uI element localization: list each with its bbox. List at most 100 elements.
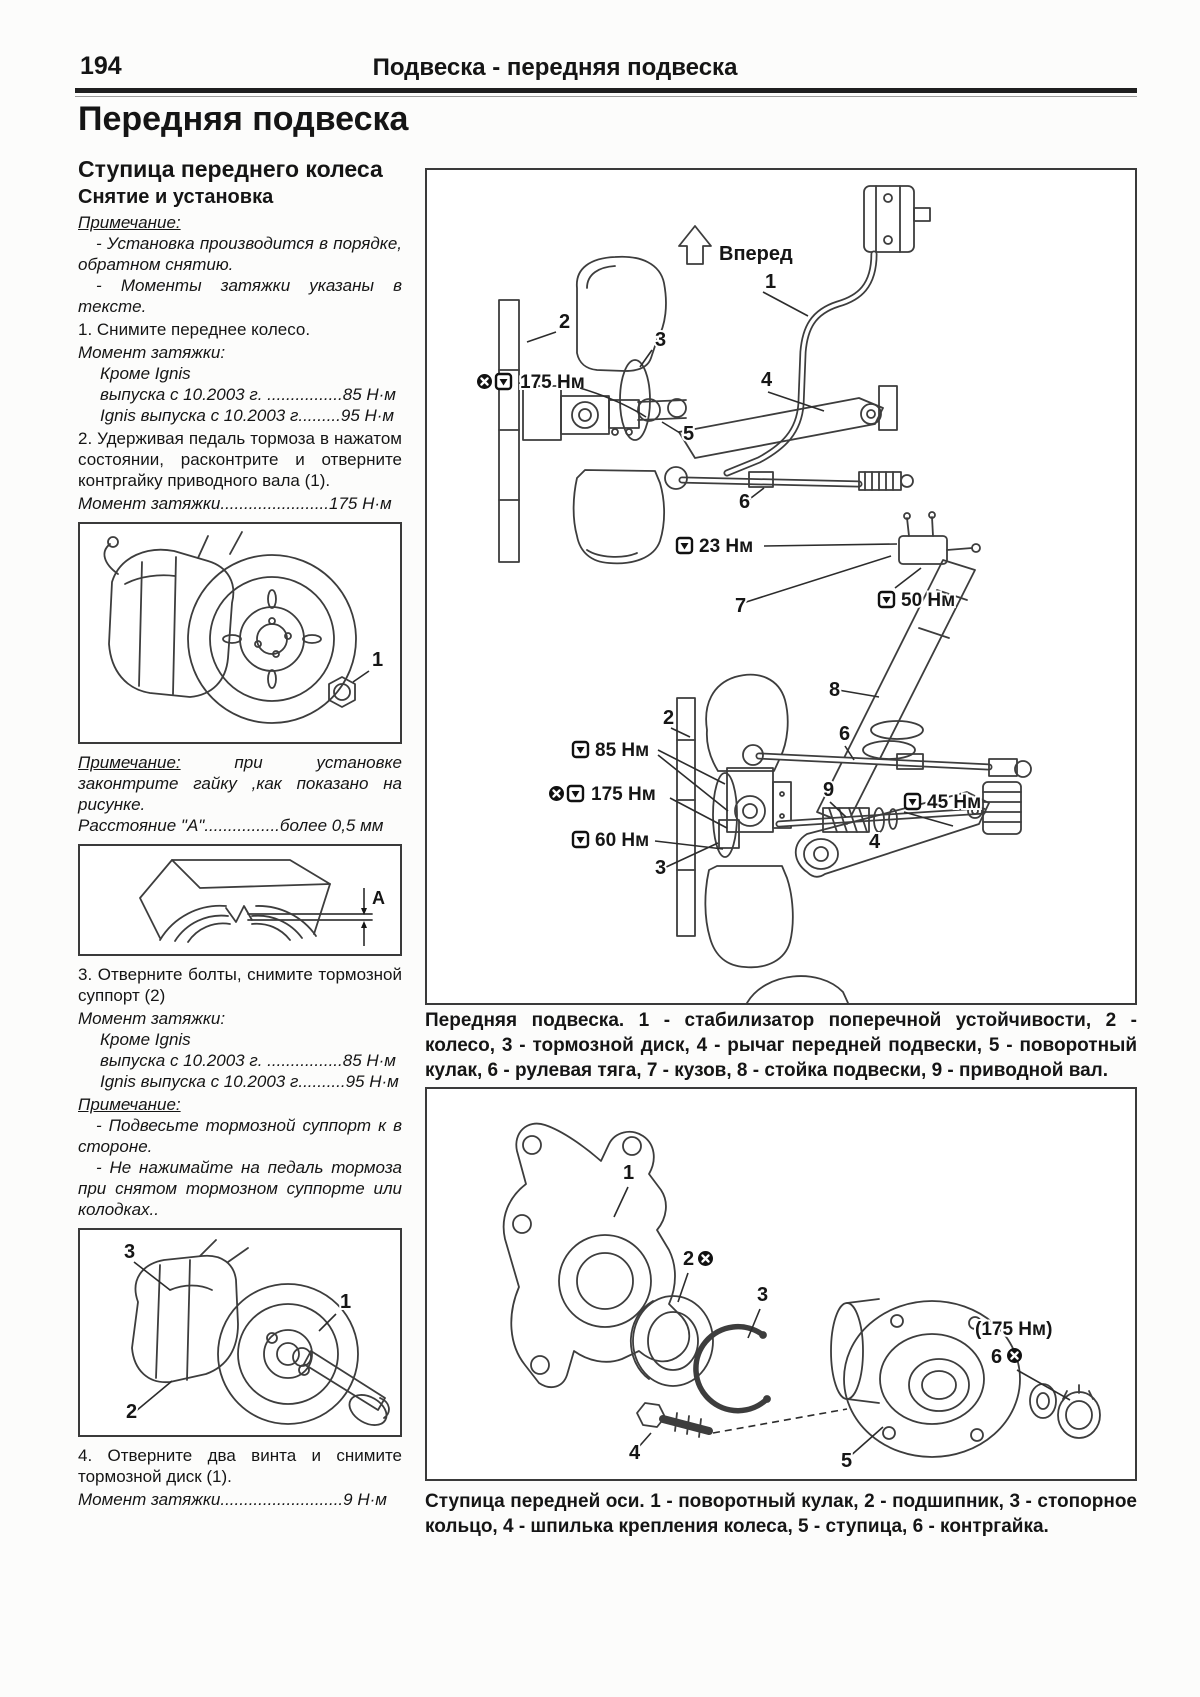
wrench-drawing [292, 1347, 390, 1426]
part-label-1: 1 [623, 1162, 634, 1184]
brake-disc-drawing [217, 1283, 359, 1425]
torque-callout-23: 23 Нм [675, 534, 898, 559]
torque-1-value: Ignis выпуска с 10.2003 г.........95 Н·м [100, 406, 395, 425]
leader-line [318, 1313, 337, 1332]
figure-caption-hub: Ступица передней оси. 1 - поворотный кул… [425, 1491, 1137, 1537]
note-1: Примечание: [78, 212, 402, 233]
locknut-drawing [1057, 1384, 1101, 1439]
part-label-4: 4 [761, 369, 773, 391]
part-label-1: 1 [765, 271, 776, 293]
leader-line [135, 1380, 173, 1412]
subsection-heading: Снятие и установка [78, 186, 274, 208]
torque-callout-85: 85 Нм [571, 738, 729, 812]
leader-line [133, 1261, 171, 1291]
replace-icon [698, 1251, 713, 1266]
page-title: Передняя подвеска [78, 100, 409, 138]
hub-nut-drawing: 1 [103, 531, 385, 724]
forward-arrow-icon [678, 225, 712, 265]
note-1-label: Примечание: [78, 213, 181, 232]
part-label-3: 3 [124, 1241, 135, 1263]
page-number: 194 [80, 52, 122, 80]
step-1: 1. Снимите переднее колесо. [78, 320, 311, 339]
locknut-drawing [328, 676, 356, 708]
torque-1-value: выпуска с 10.2003 г. ................85 … [100, 385, 396, 404]
lower-arm-drawing-lower [794, 791, 990, 878]
torque-note-175: (175 Нм) [975, 1319, 1052, 1340]
knuckle-hub-drawing [522, 359, 687, 441]
part-label-9: 9 [823, 779, 834, 801]
brake-disc-drawing [187, 554, 357, 724]
stake-dent [225, 905, 253, 923]
torque-icon [571, 830, 590, 849]
replace-icon [549, 786, 564, 801]
note-1-item: - Установка производится в порядке, обра… [78, 234, 402, 274]
brake-caliper-drawing [131, 1239, 249, 1383]
tie-rod-drawing-lower [742, 744, 1032, 778]
section-heading: Ступица переднего колеса [78, 156, 383, 182]
replace-icon [477, 374, 492, 389]
torque-1-variant: Кроме Ignis [100, 364, 191, 383]
torque-icon [903, 792, 922, 811]
torque-3-value: Ignis выпуска с 10.2003 г..........95 Н·… [100, 1072, 399, 1091]
torque-icon [877, 590, 896, 609]
step-4: 4. Отверните два винта и снимите тормозн… [78, 1446, 402, 1486]
part-label-1: 1 [372, 649, 383, 671]
staked-nut-outline [139, 859, 373, 943]
torque-3-label: Момент затяжки: [78, 1009, 226, 1028]
wheel-stud-drawing [636, 1402, 713, 1438]
replace-icon [1007, 1348, 1022, 1363]
torque-value: 85 Нм [595, 740, 649, 761]
part-label-6: 6 [839, 723, 850, 745]
note-3-item: - Подвесьте тормозной суппорт к в сторон… [78, 1116, 402, 1156]
left-column: Ступица переднего колеса Снятие и устано… [78, 157, 402, 1510]
caliper-removal-drawing: 3 1 2 [122, 1239, 390, 1426]
figure-caption-suspension: Передняя подвеска. 1 - стабилизатор попе… [425, 1010, 1137, 1081]
torque-callout-45: 45 Нм [903, 790, 983, 827]
part-label-2: 2 [663, 707, 674, 729]
torque-callout-175-bottom: 175 Нм [549, 782, 728, 829]
dimension-a-label: A [372, 888, 385, 908]
torque-4-value: Момент затяжки..........................… [78, 1490, 387, 1509]
part-label-6: 6 [739, 491, 750, 513]
torque-icon [571, 740, 590, 759]
part-label-2: 2 [683, 1248, 694, 1270]
part-label-2: 2 [559, 311, 570, 333]
torque-icon [494, 372, 513, 391]
torque-3-variant: Кроме Ignis [100, 1030, 191, 1049]
bearing-drawing [629, 1295, 714, 1387]
front-suspension-drawing: Вперед [477, 185, 1032, 1004]
note-2-label: Примечание: [78, 753, 181, 772]
header-rule [75, 88, 1137, 93]
figure-front-suspension: Вперед [425, 168, 1137, 1005]
torque-callout-175-top: 175 Нм [477, 370, 647, 418]
lower-arm-drawing [678, 385, 898, 459]
note-1-item: - Моменты затяжки указаны в тексте. [78, 276, 402, 316]
leader-line [352, 670, 370, 683]
header-title: Подвеска - передняя подвеска [372, 54, 738, 81]
torque-value: 175 Нм [591, 784, 656, 805]
torque-3-value: выпуска с 10.2003 г. ................85 … [100, 1051, 396, 1070]
knuckle-drawing-lower [712, 767, 792, 858]
part-label-3: 3 [655, 329, 666, 351]
front-hub-drawing: 1 2 3 4 [502, 1122, 1101, 1474]
strut-mount-drawing [898, 511, 981, 565]
figure-hub-nut: 1 [78, 522, 402, 744]
brake-caliper-drawing [103, 531, 243, 698]
torque-callout-50: 50 Нм [877, 567, 957, 613]
wheel-drawing [498, 255, 667, 565]
note-3: Примечание: [78, 1094, 402, 1115]
dimension-a: A [361, 886, 387, 946]
note-2: Примечание: при установке законтрите гай… [78, 752, 402, 815]
note-2-spec: Расстояние "А"................более 0,5 … [78, 816, 384, 835]
stabilizer-bracket-drawing [863, 185, 931, 253]
header-rule-shadow [75, 96, 1137, 97]
torque-value: 50 Нм [901, 590, 955, 611]
part-label-2: 2 [126, 1401, 137, 1423]
torque-1-label: Момент затяжки: [78, 343, 226, 362]
part-label-4: 4 [869, 831, 881, 853]
torque-2-value: Момент затяжки.......................175… [78, 494, 392, 513]
torque-value: 23 Нм [699, 536, 753, 557]
torque-value: 60 Нм [595, 830, 649, 851]
part-label-5: 5 [841, 1450, 852, 1472]
